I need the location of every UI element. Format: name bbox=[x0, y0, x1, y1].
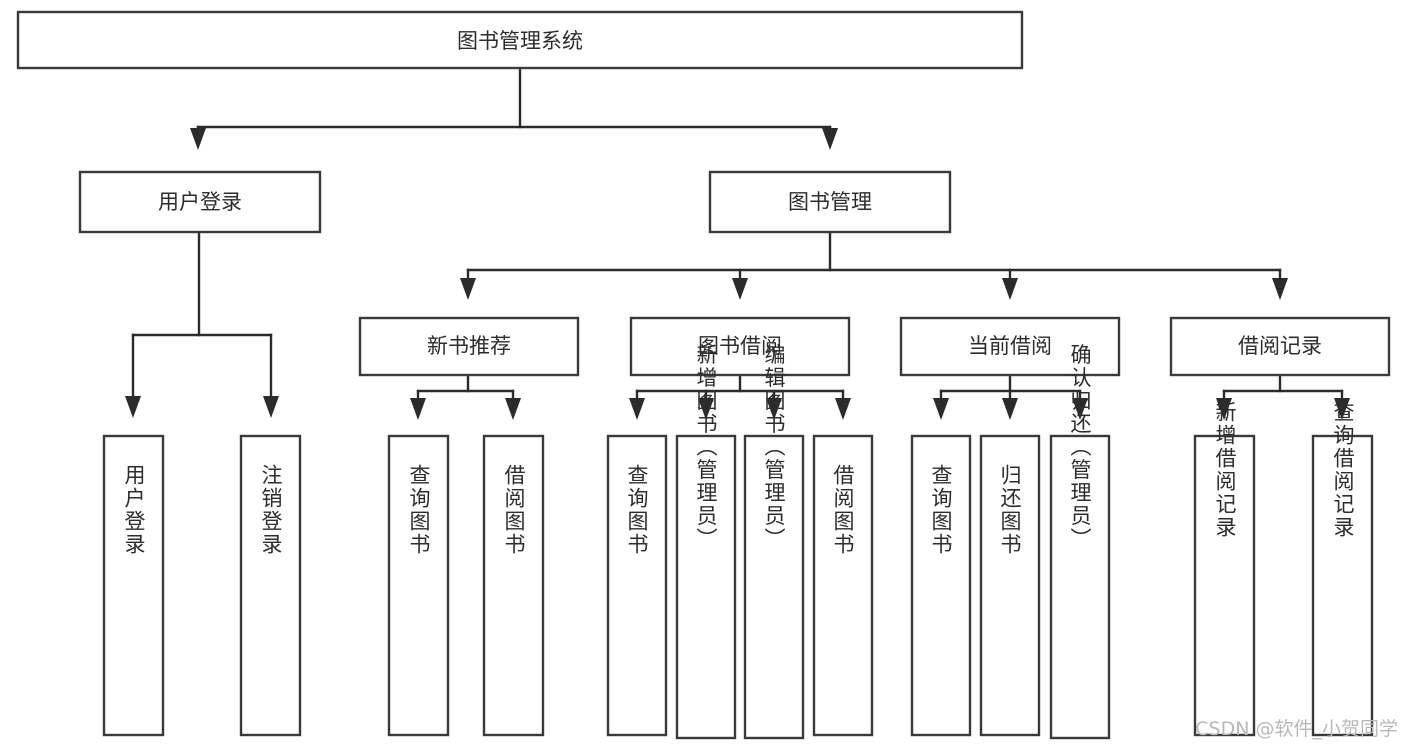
arrow-icon bbox=[460, 278, 476, 300]
leaf-currentborrow-confirm-return-admin[interactable]: 确认归还（管理员） bbox=[1049, 344, 1111, 740]
node-borrow-record[interactable]: 借阅记录 bbox=[1169, 316, 1391, 377]
connector-group-userlogin-to-leaves bbox=[125, 230, 279, 418]
leaf-borrowrecord-query-record[interactable]: 查询借阅记录 bbox=[1311, 401, 1374, 737]
leaf-bookborrow-add-book-admin[interactable]: 新增图书（管理员） bbox=[675, 344, 737, 740]
arrow-icon bbox=[410, 398, 426, 420]
leaf-newbook-borrow-book[interactable]: 借阅图书 bbox=[482, 434, 545, 737]
connector-group-newbook-to-leaves bbox=[410, 373, 521, 420]
leaf-user-login-login[interactable]: 用户登录 bbox=[102, 434, 165, 737]
node-borrow-record-label: 借阅记录 bbox=[1238, 334, 1322, 358]
leaf-bookborrow-edit-book-admin[interactable]: 编辑图书（管理员） bbox=[743, 344, 805, 740]
leaf-currentborrow-query-book[interactable]: 查询图书 bbox=[910, 434, 972, 737]
connector-group-borrowrecord-to-leaves bbox=[1216, 373, 1350, 420]
connector-group-bookborrow-to-leaves bbox=[629, 373, 851, 420]
leaf-label: 查询图书 bbox=[625, 464, 649, 556]
leaf-label: 借阅图书 bbox=[831, 464, 855, 556]
arrow-icon bbox=[1002, 278, 1018, 300]
leaf-label: 归还图书 bbox=[998, 464, 1022, 556]
arrow-icon bbox=[125, 396, 141, 418]
arrow-icon bbox=[505, 398, 521, 420]
leaf-label: 用户登录 bbox=[122, 464, 146, 556]
arrow-icon bbox=[1272, 278, 1288, 300]
connector-group-root-to-level2 bbox=[190, 66, 838, 150]
leaf-label: 新增图书（管理员） bbox=[694, 344, 718, 551]
node-new-book-recommend[interactable]: 新书推荐 bbox=[358, 316, 580, 377]
arrow-icon bbox=[263, 396, 279, 418]
node-new-book-recommend-label: 新书推荐 bbox=[427, 334, 511, 358]
leaf-label: 查询图书 bbox=[929, 464, 953, 556]
node-book-borrow-label: 图书借阅 bbox=[698, 334, 782, 358]
node-current-borrow[interactable]: 当前借阅 bbox=[899, 316, 1121, 377]
leaf-label: 编辑图书（管理员） bbox=[762, 344, 786, 551]
node-book-management[interactable]: 图书管理 bbox=[708, 170, 952, 234]
leaf-label: 新增借阅记录 bbox=[1213, 401, 1237, 539]
arrow-icon bbox=[835, 398, 851, 420]
leaf-bookborrow-borrow-book[interactable]: 借阅图书 bbox=[812, 434, 874, 737]
leaf-label: 确认归还（管理员） bbox=[1068, 344, 1092, 551]
arrow-icon bbox=[629, 398, 645, 420]
connector-group-currentborrow-to-leaves bbox=[933, 373, 1088, 420]
leaf-label: 借阅图书 bbox=[502, 464, 526, 556]
node-root-label: 图书管理系统 bbox=[457, 29, 583, 53]
leaf-label: 查询借阅记录 bbox=[1331, 401, 1355, 539]
node-user-login[interactable]: 用户登录 bbox=[78, 170, 322, 234]
node-current-borrow-label: 当前借阅 bbox=[968, 334, 1052, 358]
arrow-icon bbox=[933, 398, 949, 420]
connector-group-bookmgmt-to-level3 bbox=[460, 230, 1288, 300]
node-book-management-label: 图书管理 bbox=[788, 190, 872, 214]
arrow-icon bbox=[1002, 398, 1018, 420]
leaf-borrowrecord-add-record[interactable]: 新增借阅记录 bbox=[1193, 401, 1256, 737]
watermark: CSDN @软件_小贺同学 bbox=[1195, 718, 1398, 740]
leaf-currentborrow-return-book[interactable]: 归还图书 bbox=[979, 434, 1041, 737]
leaf-bookborrow-query-book[interactable]: 查询图书 bbox=[606, 434, 668, 737]
arrow-icon bbox=[822, 128, 838, 150]
leaf-label: 查询图书 bbox=[407, 464, 431, 556]
arrow-icon bbox=[190, 128, 206, 150]
node-user-login-label: 用户登录 bbox=[158, 190, 242, 214]
leaf-user-login-logout[interactable]: 注销登录 bbox=[239, 434, 302, 737]
arrow-icon bbox=[732, 278, 748, 300]
node-root[interactable]: 图书管理系统 bbox=[16, 10, 1024, 70]
node-book-borrow[interactable]: 图书借阅 bbox=[629, 316, 851, 377]
leaf-label: 注销登录 bbox=[259, 464, 283, 556]
leaf-newbook-query-book[interactable]: 查询图书 bbox=[387, 434, 450, 737]
